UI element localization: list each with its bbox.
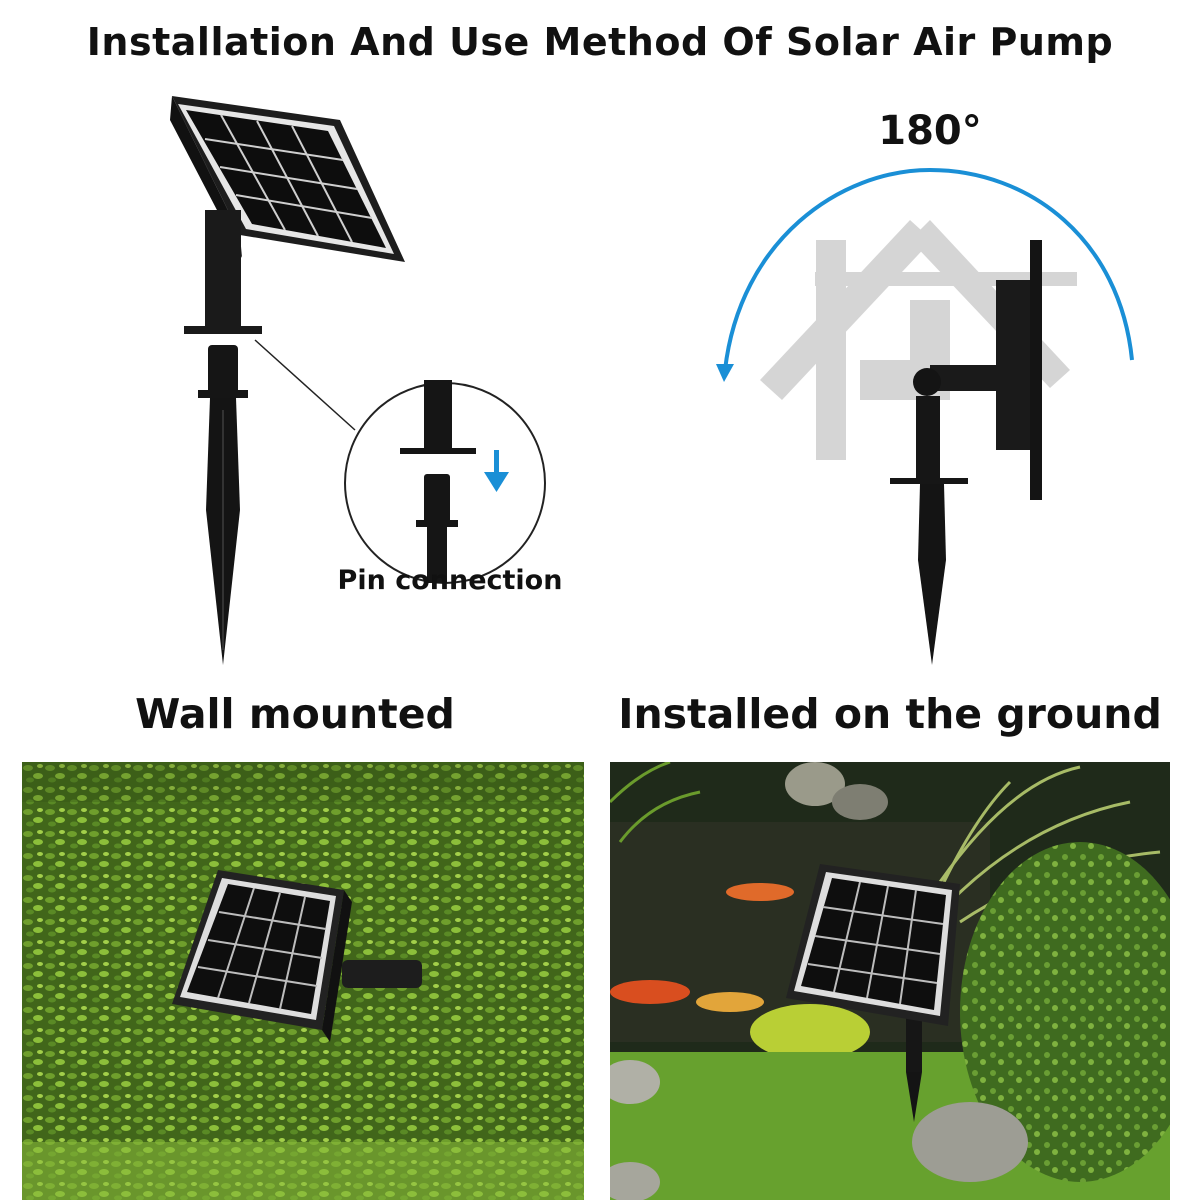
page-title: Installation And Use Method Of Solar Air… (86, 20, 1114, 64)
pin-detail-circle (344, 380, 546, 584)
wall-mounted-caption: Wall mounted (135, 690, 455, 738)
pin-connection-label: Pin connection (337, 565, 563, 596)
solar-panel-icon (786, 864, 960, 1026)
solar-panel-icon (172, 870, 352, 1042)
rotation-arc-icon (723, 167, 1134, 371)
ground-installed-photo (610, 762, 1170, 1200)
rotation-illustration (716, 167, 1134, 665)
wall-mounted-photo (22, 762, 584, 1200)
panel-stake-illustration (170, 96, 546, 665)
rotation-angle-label: 180° (878, 108, 982, 154)
solar-panel-icon (170, 96, 405, 262)
ground-installed-caption: Installed on the ground (618, 690, 1162, 738)
arrow-down-icon (484, 450, 509, 492)
